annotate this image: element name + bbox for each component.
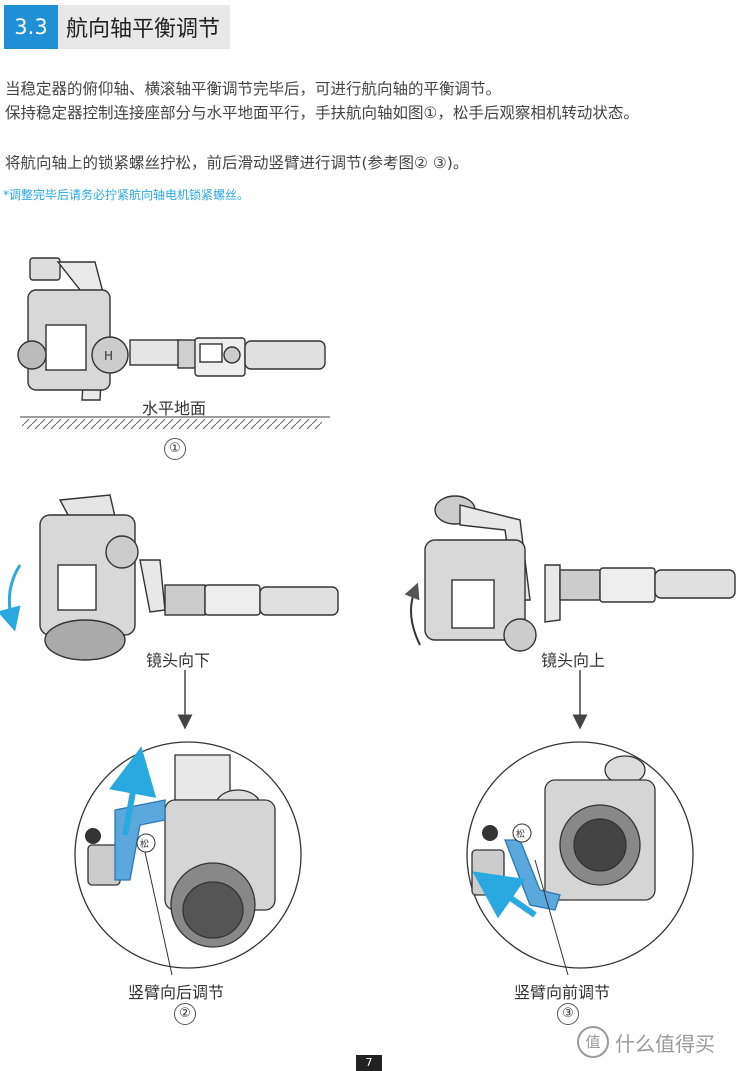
- watermark-text: 什么值得买: [615, 1031, 715, 1056]
- paragraph-3: 将航向轴上的锁紧螺丝拧松，前后滑动竖臂进行调节(参考图② ③)。: [5, 154, 469, 172]
- lens-down-label: 镜头向下: [146, 651, 211, 670]
- gimbal-lens-up-illustration: [424, 495, 736, 652]
- ground-hatch: [22, 419, 322, 429]
- gimbal-lens-down-illustration: [39, 494, 339, 661]
- paragraph-1: 当稳定器的俯仰轴、横滚轴平衡调节完毕后，可进行航向轴的平衡调节。: [5, 80, 502, 98]
- section-header: 3.3 航向轴平衡调节: [4, 5, 231, 49]
- figure-1-number: ①: [164, 438, 186, 460]
- move-back-arrow: [109, 746, 157, 836]
- section-number: 3.3: [4, 5, 58, 49]
- detail-2-illustration: [87, 754, 276, 948]
- ground-label: 水平地面: [142, 399, 207, 418]
- leader-line-2: [144, 851, 173, 976]
- leader-line-3: [534, 859, 569, 976]
- rotate-down-arrow: [0, 564, 22, 632]
- loosen-mark-3: 松: [516, 828, 525, 840]
- svg-text:H: H: [104, 349, 113, 363]
- section-title: 航向轴平衡调节: [58, 5, 231, 49]
- watermark-badge: 值: [577, 1026, 609, 1058]
- figure-3-number: ③: [557, 1003, 579, 1025]
- move-back-label: 竖臂向后调节: [128, 983, 225, 1002]
- move-forward-label: 竖臂向前调节: [514, 983, 611, 1002]
- lock-icon: [85, 828, 101, 844]
- loosen-icon: [136, 833, 156, 853]
- loosen-icon-3: [512, 823, 532, 843]
- loosen-mark-2: 松: [140, 838, 149, 850]
- move-forward-arrow: [472, 871, 537, 919]
- figure-2-number: ②: [174, 1003, 196, 1025]
- lens-up-label: 镜头向上: [541, 651, 606, 670]
- lock-icon-3: [482, 825, 498, 841]
- page-number: 7: [356, 1055, 382, 1071]
- paragraph-2: 保持稳定器控制连接座部分与水平地面平行，手扶航向轴如图①，松手后观察相机转动状态…: [5, 104, 639, 122]
- note-text: *调整完毕后请务必拧紧航向轴电机锁紧螺丝。: [3, 188, 250, 202]
- gimbal-level-illustration: H: [17, 257, 326, 401]
- watermark: 值 什么值得买: [577, 1026, 715, 1058]
- rotate-up-arrow: [404, 582, 421, 646]
